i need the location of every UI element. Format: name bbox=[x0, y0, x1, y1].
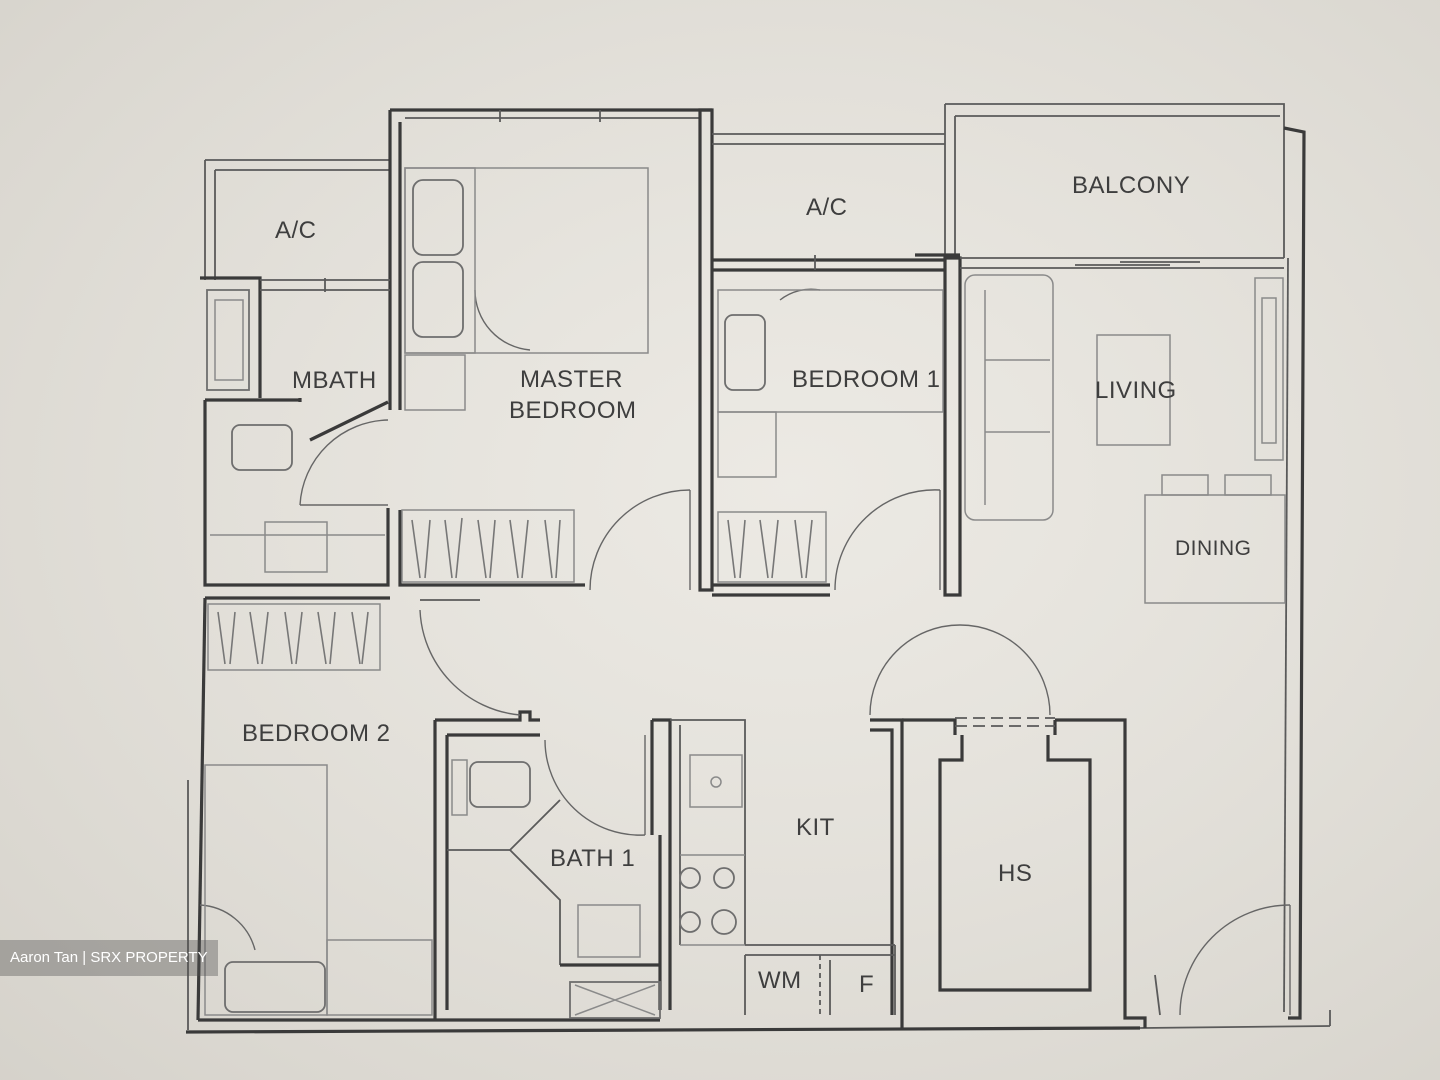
label-bedroom-2: BEDROOM 2 bbox=[242, 720, 391, 747]
label-household-shelter: HS bbox=[998, 860, 1032, 887]
label-bath-1: BATH 1 bbox=[550, 845, 635, 872]
label-living: LIVING bbox=[1095, 377, 1177, 404]
label-ac-left: A/C bbox=[275, 217, 317, 244]
watermark: Aaron Tan | SRX PROPERTY bbox=[0, 940, 218, 976]
label-dining: DINING bbox=[1175, 537, 1252, 560]
doors bbox=[199, 288, 1291, 1016]
label-bedroom-1: BEDROOM 1 bbox=[792, 366, 941, 393]
label-kitchen: KIT bbox=[796, 814, 835, 841]
interior-walls bbox=[200, 253, 1284, 1028]
outer-walls bbox=[185, 103, 1331, 1034]
windows bbox=[324, 110, 816, 292]
label-master-bedroom-line2: BEDROOM bbox=[509, 397, 637, 424]
label-fridge: F bbox=[859, 971, 874, 998]
label-master-bedroom-line1: MASTER bbox=[520, 366, 623, 393]
room-labels: A/C MBATH MASTER BEDROOM A/C BEDROOM 1 B… bbox=[242, 172, 1252, 998]
label-ac-mid: A/C bbox=[806, 194, 848, 221]
label-washing-machine: WM bbox=[758, 967, 802, 994]
furniture bbox=[204, 167, 1286, 1019]
label-mbath: MBATH bbox=[292, 367, 377, 394]
label-balcony: BALCONY bbox=[1072, 172, 1190, 199]
